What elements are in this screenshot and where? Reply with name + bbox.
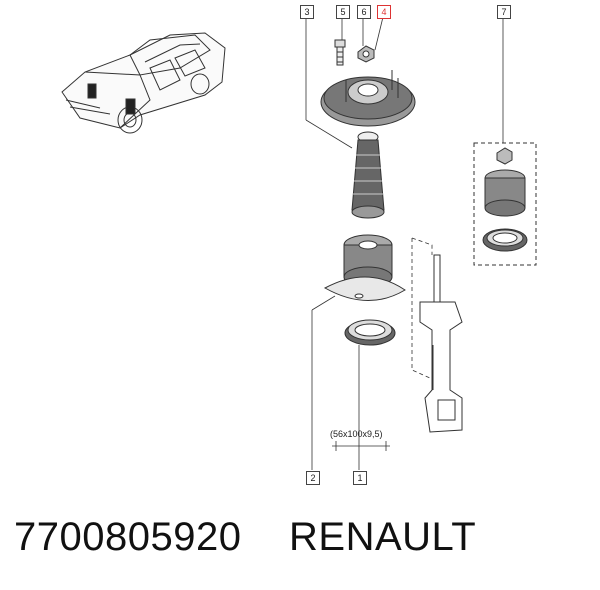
callout-3: 3 [300, 5, 314, 19]
top-mount-plate [320, 70, 416, 127]
nut-part [357, 45, 375, 63]
callout-4: 4 [377, 5, 391, 19]
exploded-parts-diagram [61, 16, 537, 470]
car-illustration [61, 32, 226, 134]
callout-2: 2 [306, 471, 320, 485]
kit-parts [482, 147, 528, 252]
leader-lines [305, 16, 504, 470]
callout-1: 1 [353, 471, 367, 485]
dimension-label: (56x100x9,5) [330, 429, 383, 439]
brand-name: RENAULT [289, 515, 477, 559]
strut-bearing [344, 319, 396, 346]
spring-seat [323, 234, 406, 301]
callout-7: 7 [497, 5, 511, 19]
dust-boot [351, 131, 385, 219]
kit-outline [473, 142, 537, 266]
bolt-part [334, 39, 346, 66]
shock-absorber [419, 254, 463, 433]
part-number: 7700805920 [14, 515, 242, 559]
callout-6: 6 [357, 5, 371, 19]
callout-5: 5 [336, 5, 350, 19]
